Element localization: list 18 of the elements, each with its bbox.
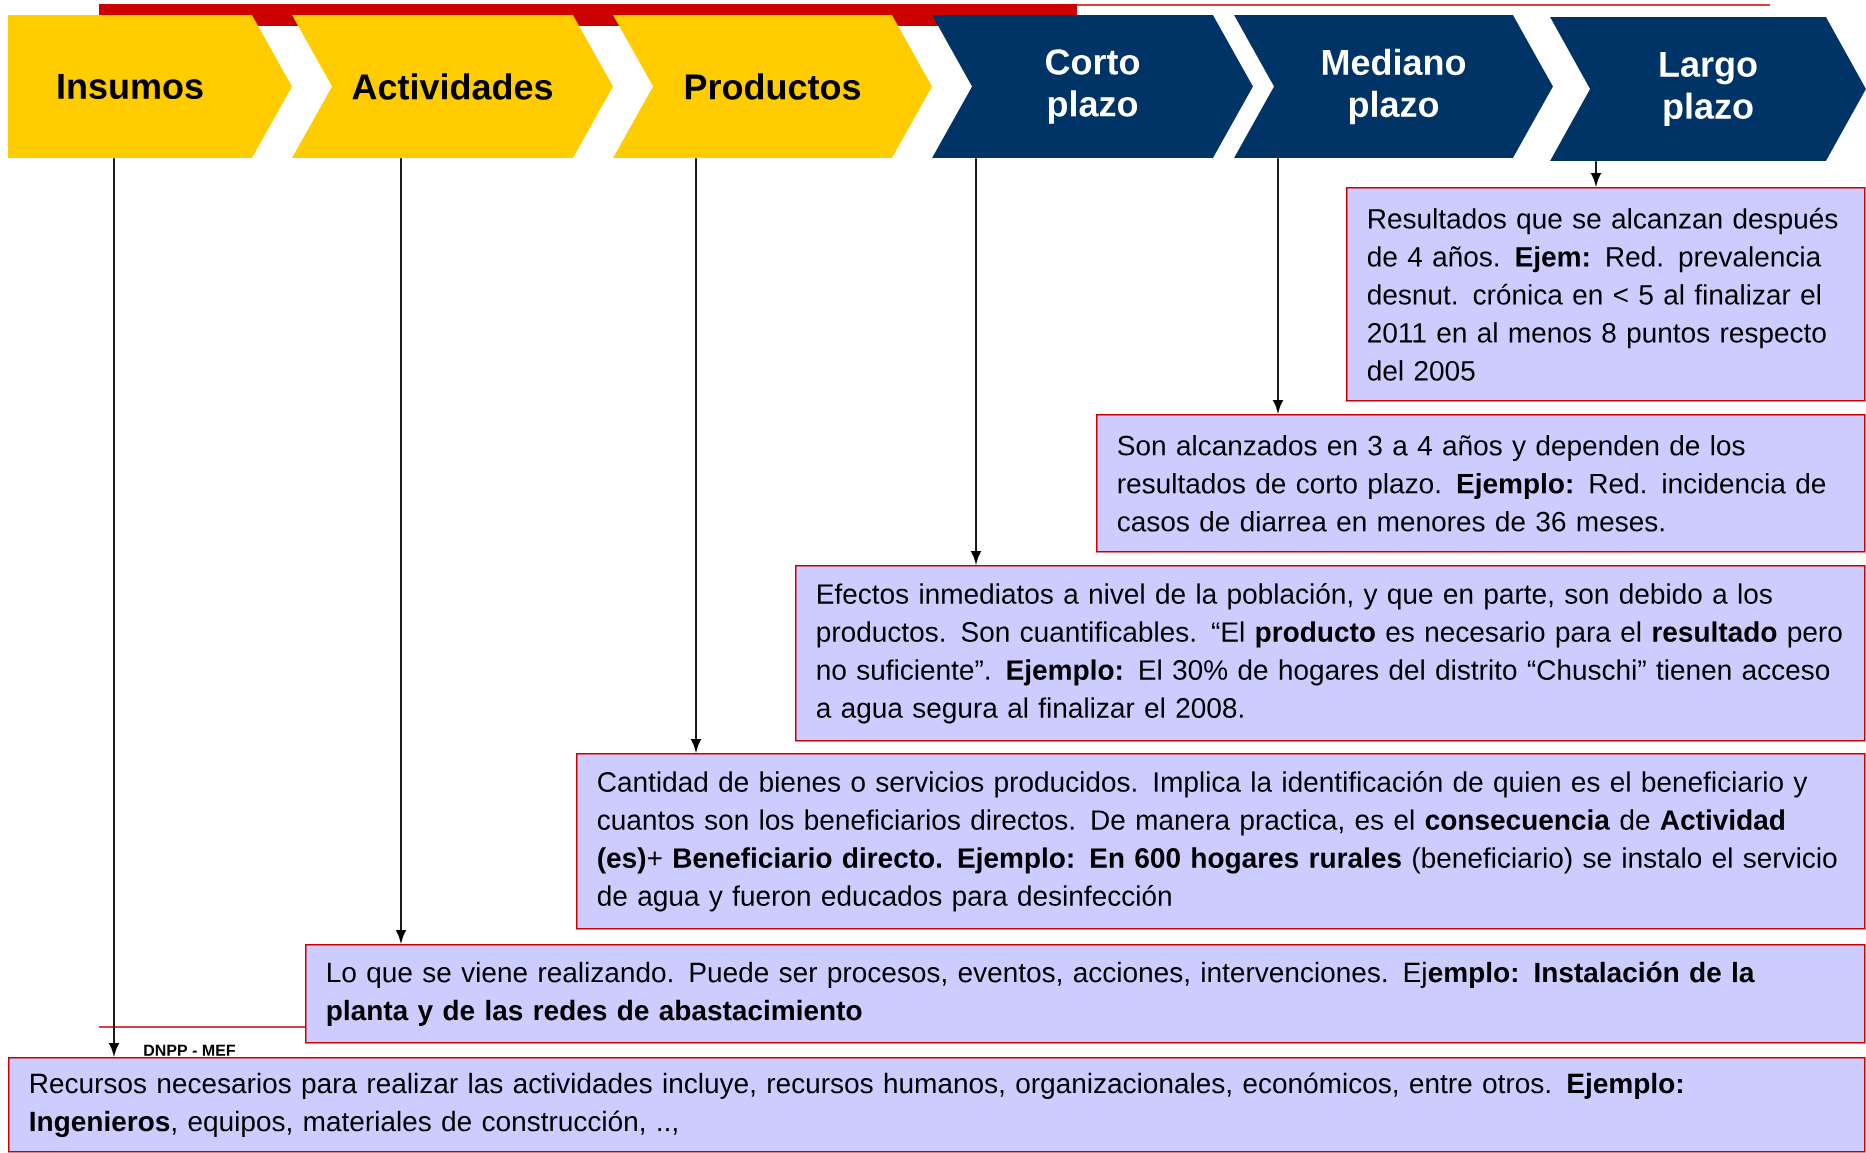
chevron-step: Largo plazo	[1550, 17, 1866, 161]
chevron-step: Actividades	[292, 15, 613, 158]
chevron-step: Corto plazo	[932, 15, 1253, 158]
description-box: Efectos inmediatos a nivel de la población, y que en parte, son debido a los productos. Son cuantificables. “El producto es necesario para el resultado pero no suficiente”. Ejemplo: El 30% de hogares del distrito “Chuschi” tienen acceso a agua segura al finalizar el 2008.	[795, 565, 1866, 742]
arrow	[1591, 160, 1601, 185]
description-box: Son alcanzados en 3 a 4 años y dependen de los resultados de corto plazo. Ejemplo: Red. incidencia de casos de diarrea en menores de 36 meses.	[1096, 414, 1866, 553]
arrow	[109, 157, 119, 1055]
arrow	[971, 157, 981, 563]
chevron-step: Productos	[613, 15, 932, 158]
description-box: Cantidad de bienes o servicios producidos. Implica la identificación de quien es el beneficiario y cuantos son los beneficiarios directos. De manera practica, es el consecuencia de Actividad (es)+ Beneficiario directo. Ejemplo: En 600 hogares rurales (beneficiario) se instalo el servicio de agua y fueron educados para desinfección	[576, 753, 1866, 930]
arrow	[396, 157, 406, 942]
chevron-step: Insumos	[8, 15, 292, 158]
chevron-step: Mediano plazo	[1234, 15, 1553, 158]
arrow	[691, 157, 701, 751]
description-box: Resultados que se alcanzan después de 4 años. Ejem: Red. prevalencia desnut. crónica en < 5 al finalizar el 2011 en al menos 8 puntos respecto del 2005	[1346, 187, 1866, 402]
description-box: Recursos necesarios para realizar las actividades incluye, recursos humanos, organizacionales, económicos, entre otros. Ejemplo: Ingenieros, equipos, materiales de construcción, ..,	[8, 1057, 1866, 1153]
description-box: Lo que se viene realizando. Puede ser procesos, eventos, acciones, intervenciones. Ejemplo: Instalación de la planta y de las redes de abastacimiento	[305, 944, 1866, 1044]
arrow	[1273, 157, 1283, 412]
